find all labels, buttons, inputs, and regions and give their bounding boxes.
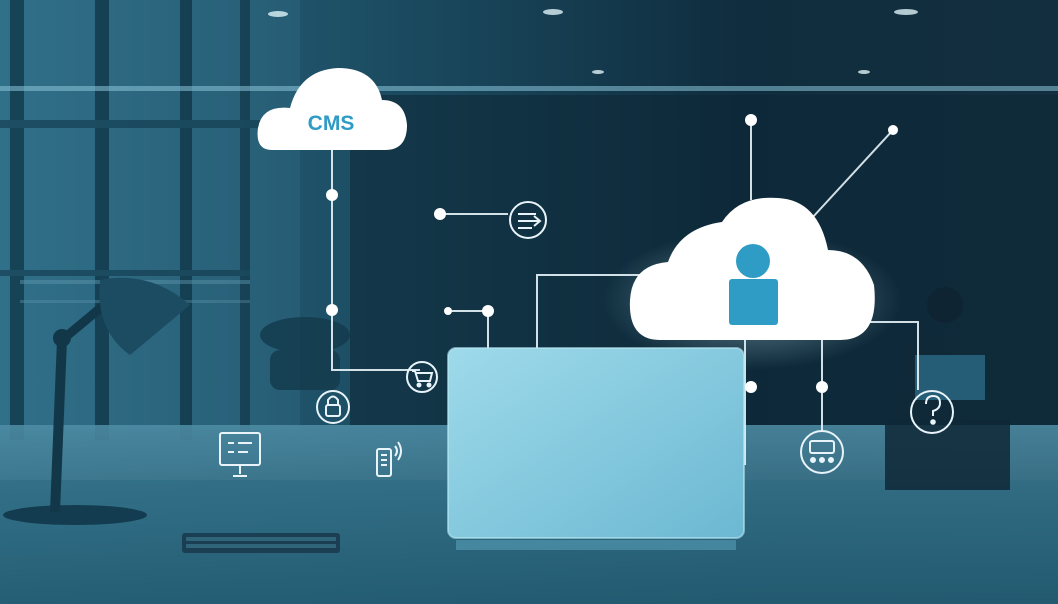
help-icon (910, 390, 954, 434)
office-windows (0, 0, 300, 440)
user-cloud-icon (602, 197, 902, 370)
keyboard (182, 533, 340, 553)
cart-icon (406, 361, 438, 393)
cms-label: CMS (308, 112, 355, 135)
presentation-icon (219, 432, 261, 477)
laptop (447, 347, 745, 550)
phone-icon (376, 441, 402, 477)
user-avatar-icon (729, 244, 778, 325)
ceiling-lights (268, 9, 918, 74)
network-nodes (326, 114, 898, 393)
ceiling-light-strip (0, 86, 1058, 91)
send-icon (509, 201, 547, 239)
cms-cloud-icon: CMS (257, 68, 407, 150)
chair-silhouette (260, 317, 350, 390)
desk-lamp (3, 277, 190, 525)
keypad-icon (800, 430, 844, 474)
lock-icon (316, 390, 350, 424)
person-silhouette (885, 287, 1010, 490)
